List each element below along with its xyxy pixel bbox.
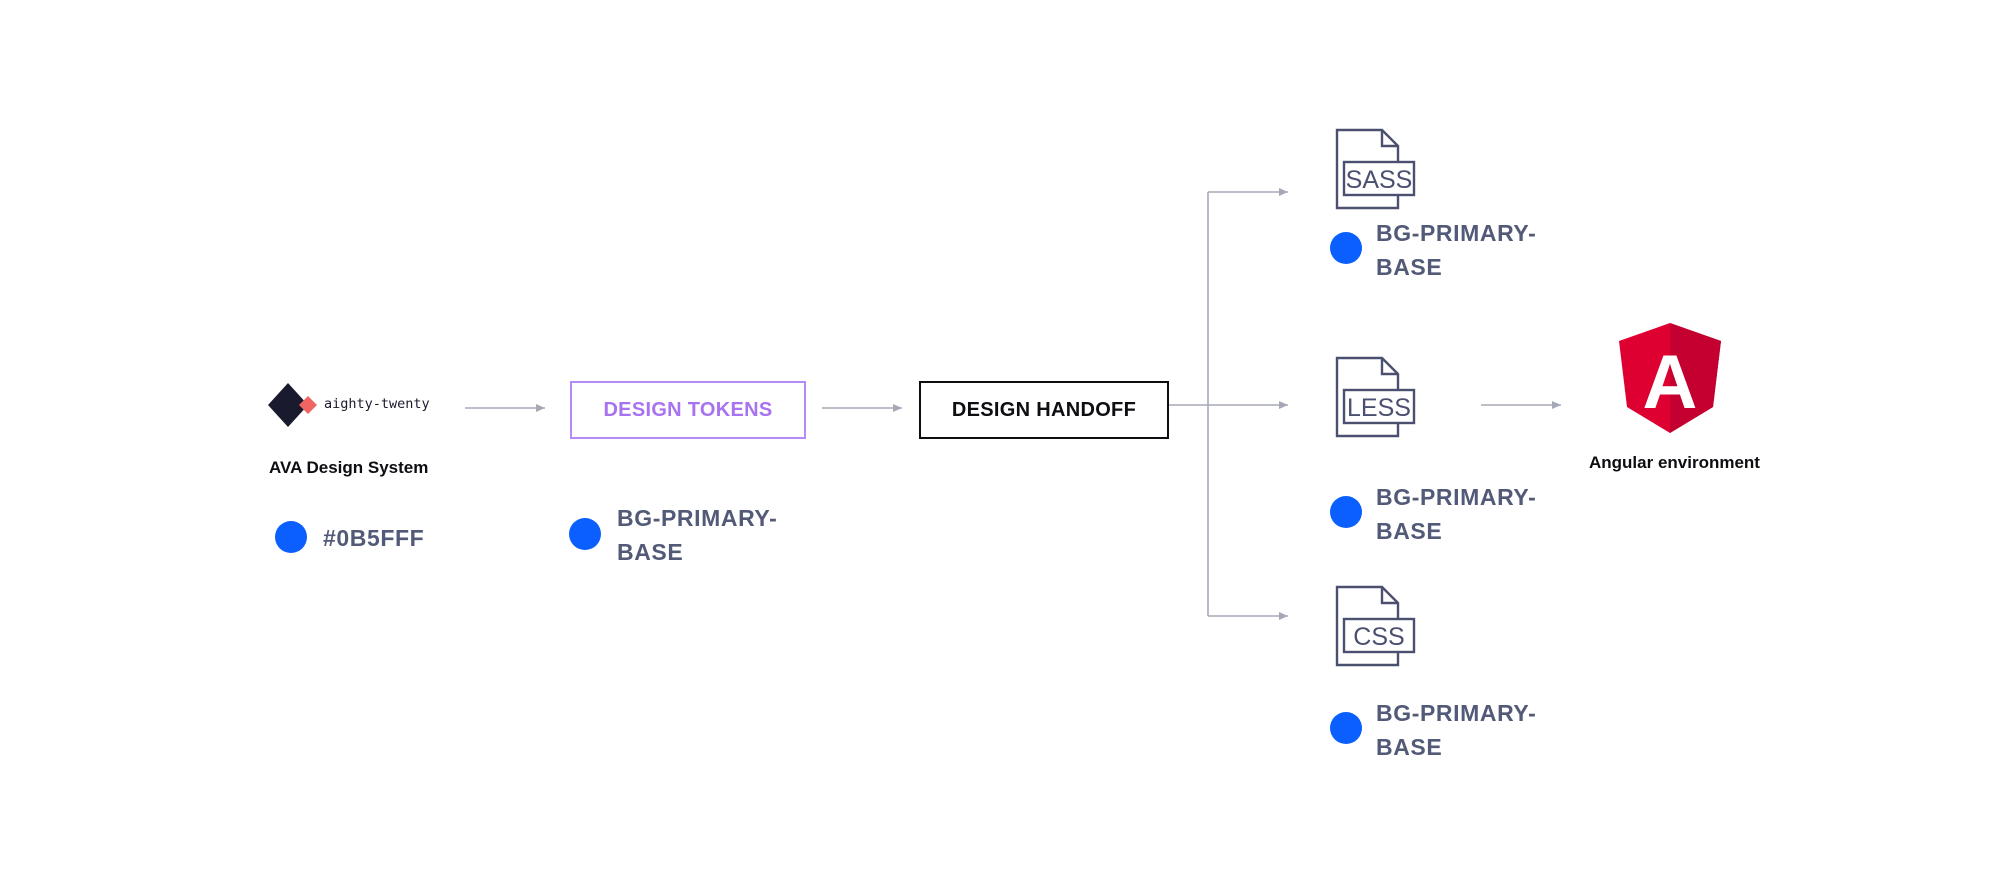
less-token-line1: BG-PRIMARY- — [1376, 484, 1537, 510]
css-token-line1: BG-PRIMARY- — [1376, 700, 1537, 726]
angular-logo-icon: A — [1619, 323, 1721, 433]
sass-file-icon: SASS — [1335, 128, 1416, 210]
css-token-line2: BASE — [1376, 734, 1443, 760]
less-file-icon: LESS — [1335, 356, 1416, 438]
angular-logo-letter: A — [1643, 340, 1698, 425]
design-handoff-box: DESIGN HANDOFF — [919, 381, 1169, 439]
less-token-line2: BASE — [1376, 518, 1443, 544]
logo-wordmark: aighty-twenty — [324, 396, 430, 412]
aighty-twenty-logo: aighty-twenty — [268, 383, 430, 427]
output-css: CSS BG-PRIMARY- BASE — [1330, 585, 1590, 765]
token-name-label: BG-PRIMARY- BASE — [617, 501, 777, 569]
sass-token-dot — [1330, 232, 1362, 264]
source-caption: AVA Design System — [269, 458, 429, 477]
sass-token-line2: BASE — [1376, 254, 1443, 280]
css-token-label: BG-PRIMARY- BASE — [1376, 696, 1536, 764]
token-name-line2: BASE — [617, 539, 684, 565]
less-file-label: LESS — [1347, 394, 1411, 422]
color-swatch-dot — [275, 521, 307, 553]
token-swatch-dot — [569, 518, 601, 550]
color-value-label: #0B5FFF — [323, 525, 425, 551]
css-file-label: CSS — [1353, 623, 1404, 651]
css-token-dot — [1330, 712, 1362, 744]
design-tokens-box: DESIGN TOKENS — [570, 381, 806, 439]
angular-caption: Angular environment — [1589, 453, 1760, 472]
sass-file-label: SASS — [1346, 166, 1413, 194]
less-token-label: BG-PRIMARY- BASE — [1376, 480, 1536, 548]
output-less: LESS BG-PRIMARY- BASE — [1330, 356, 1590, 546]
less-token-dot — [1330, 496, 1362, 528]
token-name-line1: BG-PRIMARY- — [617, 505, 778, 531]
css-file-icon: CSS — [1335, 585, 1416, 667]
sass-token-label: BG-PRIMARY- BASE — [1376, 216, 1536, 284]
output-sass: SASS BG-PRIMARY- BASE — [1330, 128, 1590, 288]
aighty-twenty-logo-icon — [268, 383, 317, 427]
sass-token-line1: BG-PRIMARY- — [1376, 220, 1537, 246]
